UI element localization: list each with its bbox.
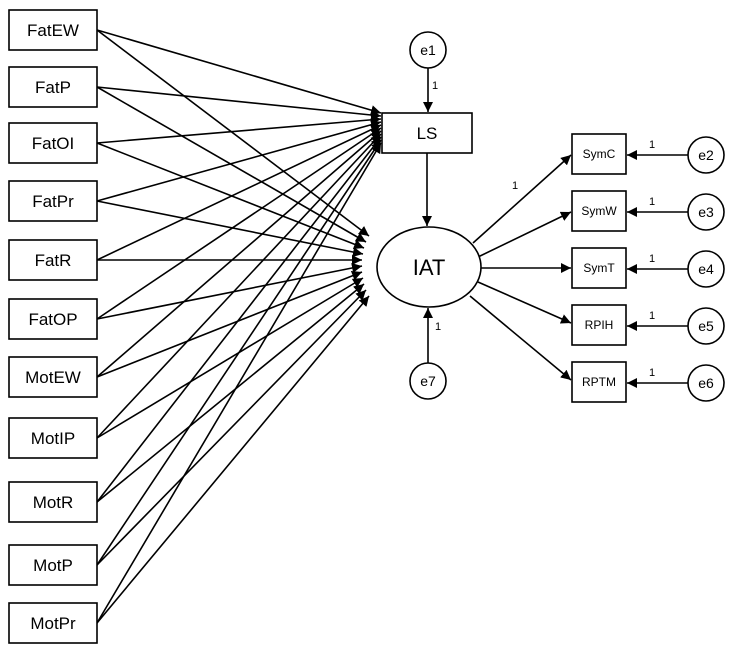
predictor-fatew-label: FatEW <box>27 21 79 40</box>
predictor-fatoi: FatOI <box>8 122 98 164</box>
indicator-rpih: RPIH <box>571 304 627 346</box>
arrow-fatpr-to-ls <box>96 119 382 202</box>
indicator-symw: SymW <box>571 190 627 232</box>
error-e1-label: e1 <box>420 42 436 58</box>
predictor-fatp: FatP <box>8 66 98 108</box>
predictor-motp: MotP <box>8 544 98 586</box>
error-e7-label: e7 <box>420 373 436 389</box>
indicator-rpih-label: RPIH <box>585 318 614 332</box>
arrow-motip-to-iat <box>96 277 364 439</box>
error-e4-label: e4 <box>698 261 714 277</box>
predictor-fatew: FatEW <box>8 9 98 51</box>
arrow-fatoi-to-iat <box>96 142 365 249</box>
arrow-motr-to-iat <box>96 283 365 503</box>
predictor-fatr-label: FatR <box>35 251 72 270</box>
indicator-symc: SymC <box>571 133 627 175</box>
arrow-motew-to-iat <box>96 271 363 378</box>
arrow-motew-to-ls <box>96 130 382 378</box>
error-e4: e4 <box>687 250 725 288</box>
indicator-symw-label: SymW <box>581 204 617 218</box>
predictor-fatop: FatOP <box>8 298 98 340</box>
arrow-motr-to-ls <box>96 136 382 503</box>
error-e2: e2 <box>687 136 725 174</box>
arrow-fatew-to-ls <box>96 29 382 115</box>
path-label-e3-symw: 1 <box>649 196 655 208</box>
arrow-fatr-to-ls <box>96 124 382 261</box>
predictor-fatop-label: FatOP <box>28 310 77 329</box>
predictor-motr: MotR <box>8 481 98 523</box>
arrow-iat-to-symc <box>472 154 572 244</box>
predictor-motip: MotIP <box>8 417 98 459</box>
predictor-motew-label: MotEW <box>25 368 81 387</box>
path-label-e4-symt: 1 <box>649 253 655 265</box>
arrow-iat-to-symw <box>477 211 572 258</box>
path-label-e1-ls: 1 <box>432 80 438 92</box>
indicator-symt-label: SymT <box>583 261 615 275</box>
error-e3: e3 <box>687 193 725 231</box>
predictor-motew: MotEW <box>8 356 98 398</box>
predictor-fatp-label: FatP <box>35 78 71 97</box>
indicator-rptm: RPTM <box>571 361 627 403</box>
predictor-fatpr-label: FatPr <box>32 192 74 211</box>
arrow-motp-to-iat <box>96 289 367 566</box>
path-arrows <box>96 29 688 624</box>
mediator-ls-label: LS <box>417 124 438 143</box>
arrow-fatp-to-iat <box>96 86 367 243</box>
arrow-motpr-to-iat <box>96 295 370 624</box>
path-label-e6-rptm: 1 <box>649 367 655 379</box>
predictor-fatr: FatR <box>8 239 98 281</box>
arrow-iat-to-rpih <box>477 281 572 324</box>
predictor-fatpr: FatPr <box>8 180 98 222</box>
arrow-fatop-to-iat <box>96 263 363 320</box>
predictor-motpr: MotPr <box>8 602 98 644</box>
path-label-e7-iat: 1 <box>435 321 441 333</box>
path-label-iat-symc: 1 <box>512 180 518 192</box>
arrow-fatpr-to-iat <box>96 200 364 257</box>
indicator-rptm-label: RPTM <box>582 375 616 389</box>
error-e3-label: e3 <box>698 204 714 220</box>
predictor-motip-label: MotIP <box>31 429 75 448</box>
arrow-fatew-to-iat <box>96 29 370 237</box>
mediator-ls: LS <box>381 112 473 154</box>
error-e7: e7 <box>409 362 447 400</box>
indicator-symc-label: SymC <box>583 147 616 161</box>
error-e5: e5 <box>687 307 725 345</box>
error-e2-label: e2 <box>698 147 714 163</box>
error-e5-label: e5 <box>698 318 714 334</box>
indicator-symt: SymT <box>571 247 627 289</box>
path-label-e5-rpih: 1 <box>649 310 655 322</box>
error-e6: e6 <box>687 364 725 402</box>
arrow-motip-to-ls <box>96 133 382 439</box>
arrow-iat-to-rptm <box>469 295 572 381</box>
arrow-motp-to-ls <box>96 139 382 566</box>
path-label-e2-symc: 1 <box>649 139 655 151</box>
arrow-motpr-to-ls <box>96 142 382 624</box>
predictor-motp-label: MotP <box>33 556 73 575</box>
arrow-fatop-to-ls <box>96 127 382 320</box>
predictor-motpr-label: MotPr <box>30 614 76 633</box>
arrow-fatp-to-ls <box>96 86 382 120</box>
predictor-fatoi-label: FatOI <box>32 134 75 153</box>
predictor-motr-label: MotR <box>33 493 74 512</box>
arrow-fatoi-to-ls <box>96 114 382 144</box>
latent-iat-label: IAT <box>413 255 446 280</box>
error-e1: e1 <box>409 31 447 69</box>
error-e6-label: e6 <box>698 375 714 391</box>
latent-iat: IAT <box>376 226 482 308</box>
